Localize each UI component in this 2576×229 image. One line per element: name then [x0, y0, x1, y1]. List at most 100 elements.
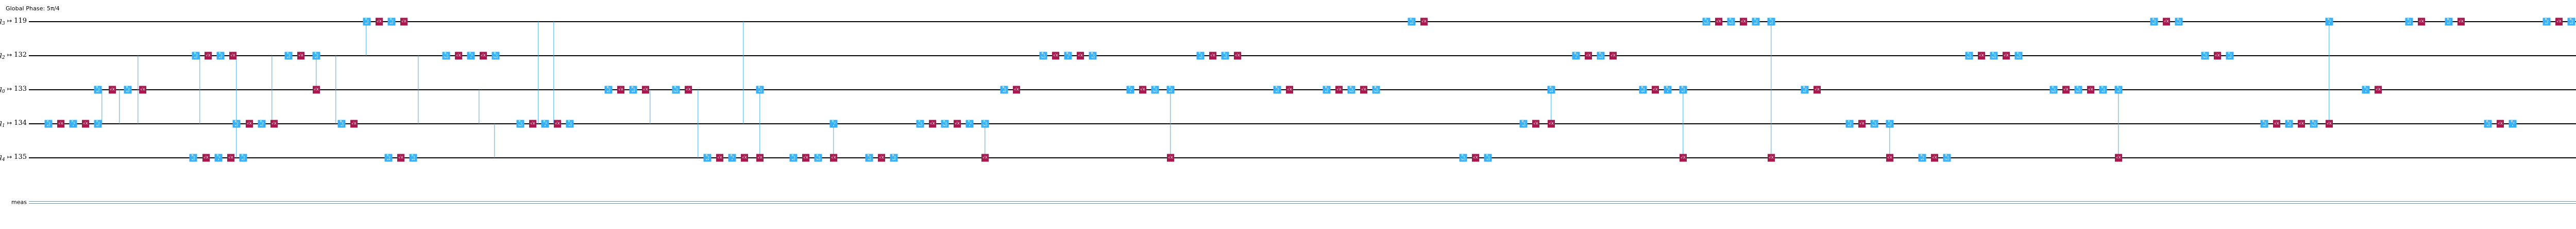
gate-sx[interactable]: √X	[1052, 52, 1059, 60]
gate-sx[interactable]: √X	[1609, 52, 1617, 60]
gate-sx[interactable]: √X	[878, 154, 885, 162]
gate-sx[interactable]: √X	[270, 120, 278, 128]
gate-sx[interactable]: √X	[400, 18, 408, 26]
gate-sx[interactable]: √X	[830, 154, 837, 162]
gate-sx[interactable]: √X	[954, 120, 961, 128]
gate-sx[interactable]: √X	[2062, 86, 2070, 94]
gate-sx[interactable]: √X	[685, 86, 692, 94]
gate-sx[interactable]: √X	[1814, 86, 1821, 94]
gate-sx[interactable]: √X	[1234, 52, 1241, 60]
gate-rz[interactable]: RZ-π/2	[2484, 120, 2492, 128]
gate-sx[interactable]: √X	[617, 86, 624, 94]
gate-sx[interactable]: √X	[2298, 120, 2305, 128]
gate-sx[interactable]: √X	[529, 120, 536, 128]
gate-sx[interactable]: √X	[1548, 120, 1555, 128]
gate-sx[interactable]: √X	[2326, 120, 2333, 128]
gate-sx[interactable]: √X	[1886, 154, 1893, 162]
gate-rz[interactable]: RZ-π/2	[1484, 154, 1492, 162]
gate-rz[interactable]: RZ-π/2	[566, 120, 574, 128]
gate-sx[interactable]: √X	[480, 52, 487, 60]
gate-sx[interactable]: √X	[1139, 86, 1146, 94]
gate-sx[interactable]: √X	[2375, 86, 2382, 94]
gate-rz[interactable]: RZ-π/2	[2114, 86, 2123, 94]
gate-sx[interactable]: √X	[1652, 86, 1659, 94]
gate-sx[interactable]: √X	[716, 154, 723, 162]
gate-sx[interactable]: √X	[1931, 154, 1938, 162]
gate-sx[interactable]: √X	[1740, 18, 1747, 26]
gate-sx[interactable]: √X	[1715, 18, 1722, 26]
gate-sx[interactable]: √X	[202, 154, 210, 162]
gate-sx[interactable]: √X	[2497, 120, 2504, 128]
gate-sx[interactable]: √X	[1167, 154, 1174, 162]
gate-sx[interactable]: √X	[229, 52, 236, 60]
gate-sx[interactable]: √X	[2273, 120, 2280, 128]
gate-rz[interactable]: RZ-π/2	[1221, 52, 1229, 60]
gate-rz[interactable]: RZ-π/2	[1000, 86, 1008, 94]
gate-sx[interactable]: √X	[313, 86, 320, 94]
gate-sx[interactable]: √X	[1013, 86, 1020, 94]
gate-sx[interactable]: √X	[2115, 154, 2122, 162]
gate-sx[interactable]: √X	[109, 86, 116, 94]
gate-rz[interactable]: RZ-π/2	[337, 120, 346, 128]
gate-sx[interactable]: √X	[1978, 52, 1985, 60]
gate-sx[interactable]: √X	[1360, 86, 1367, 94]
gate-rz[interactable]: RZ-π/2	[2285, 120, 2293, 128]
gate-sx[interactable]: √X	[2163, 18, 2170, 26]
gate-rz[interactable]: RZ-π/2	[1196, 52, 1205, 60]
gate-sx[interactable]: √X	[227, 154, 234, 162]
gate-rz[interactable]: RZ-π/2	[756, 86, 764, 94]
gate-sx[interactable]: √X	[554, 120, 561, 128]
